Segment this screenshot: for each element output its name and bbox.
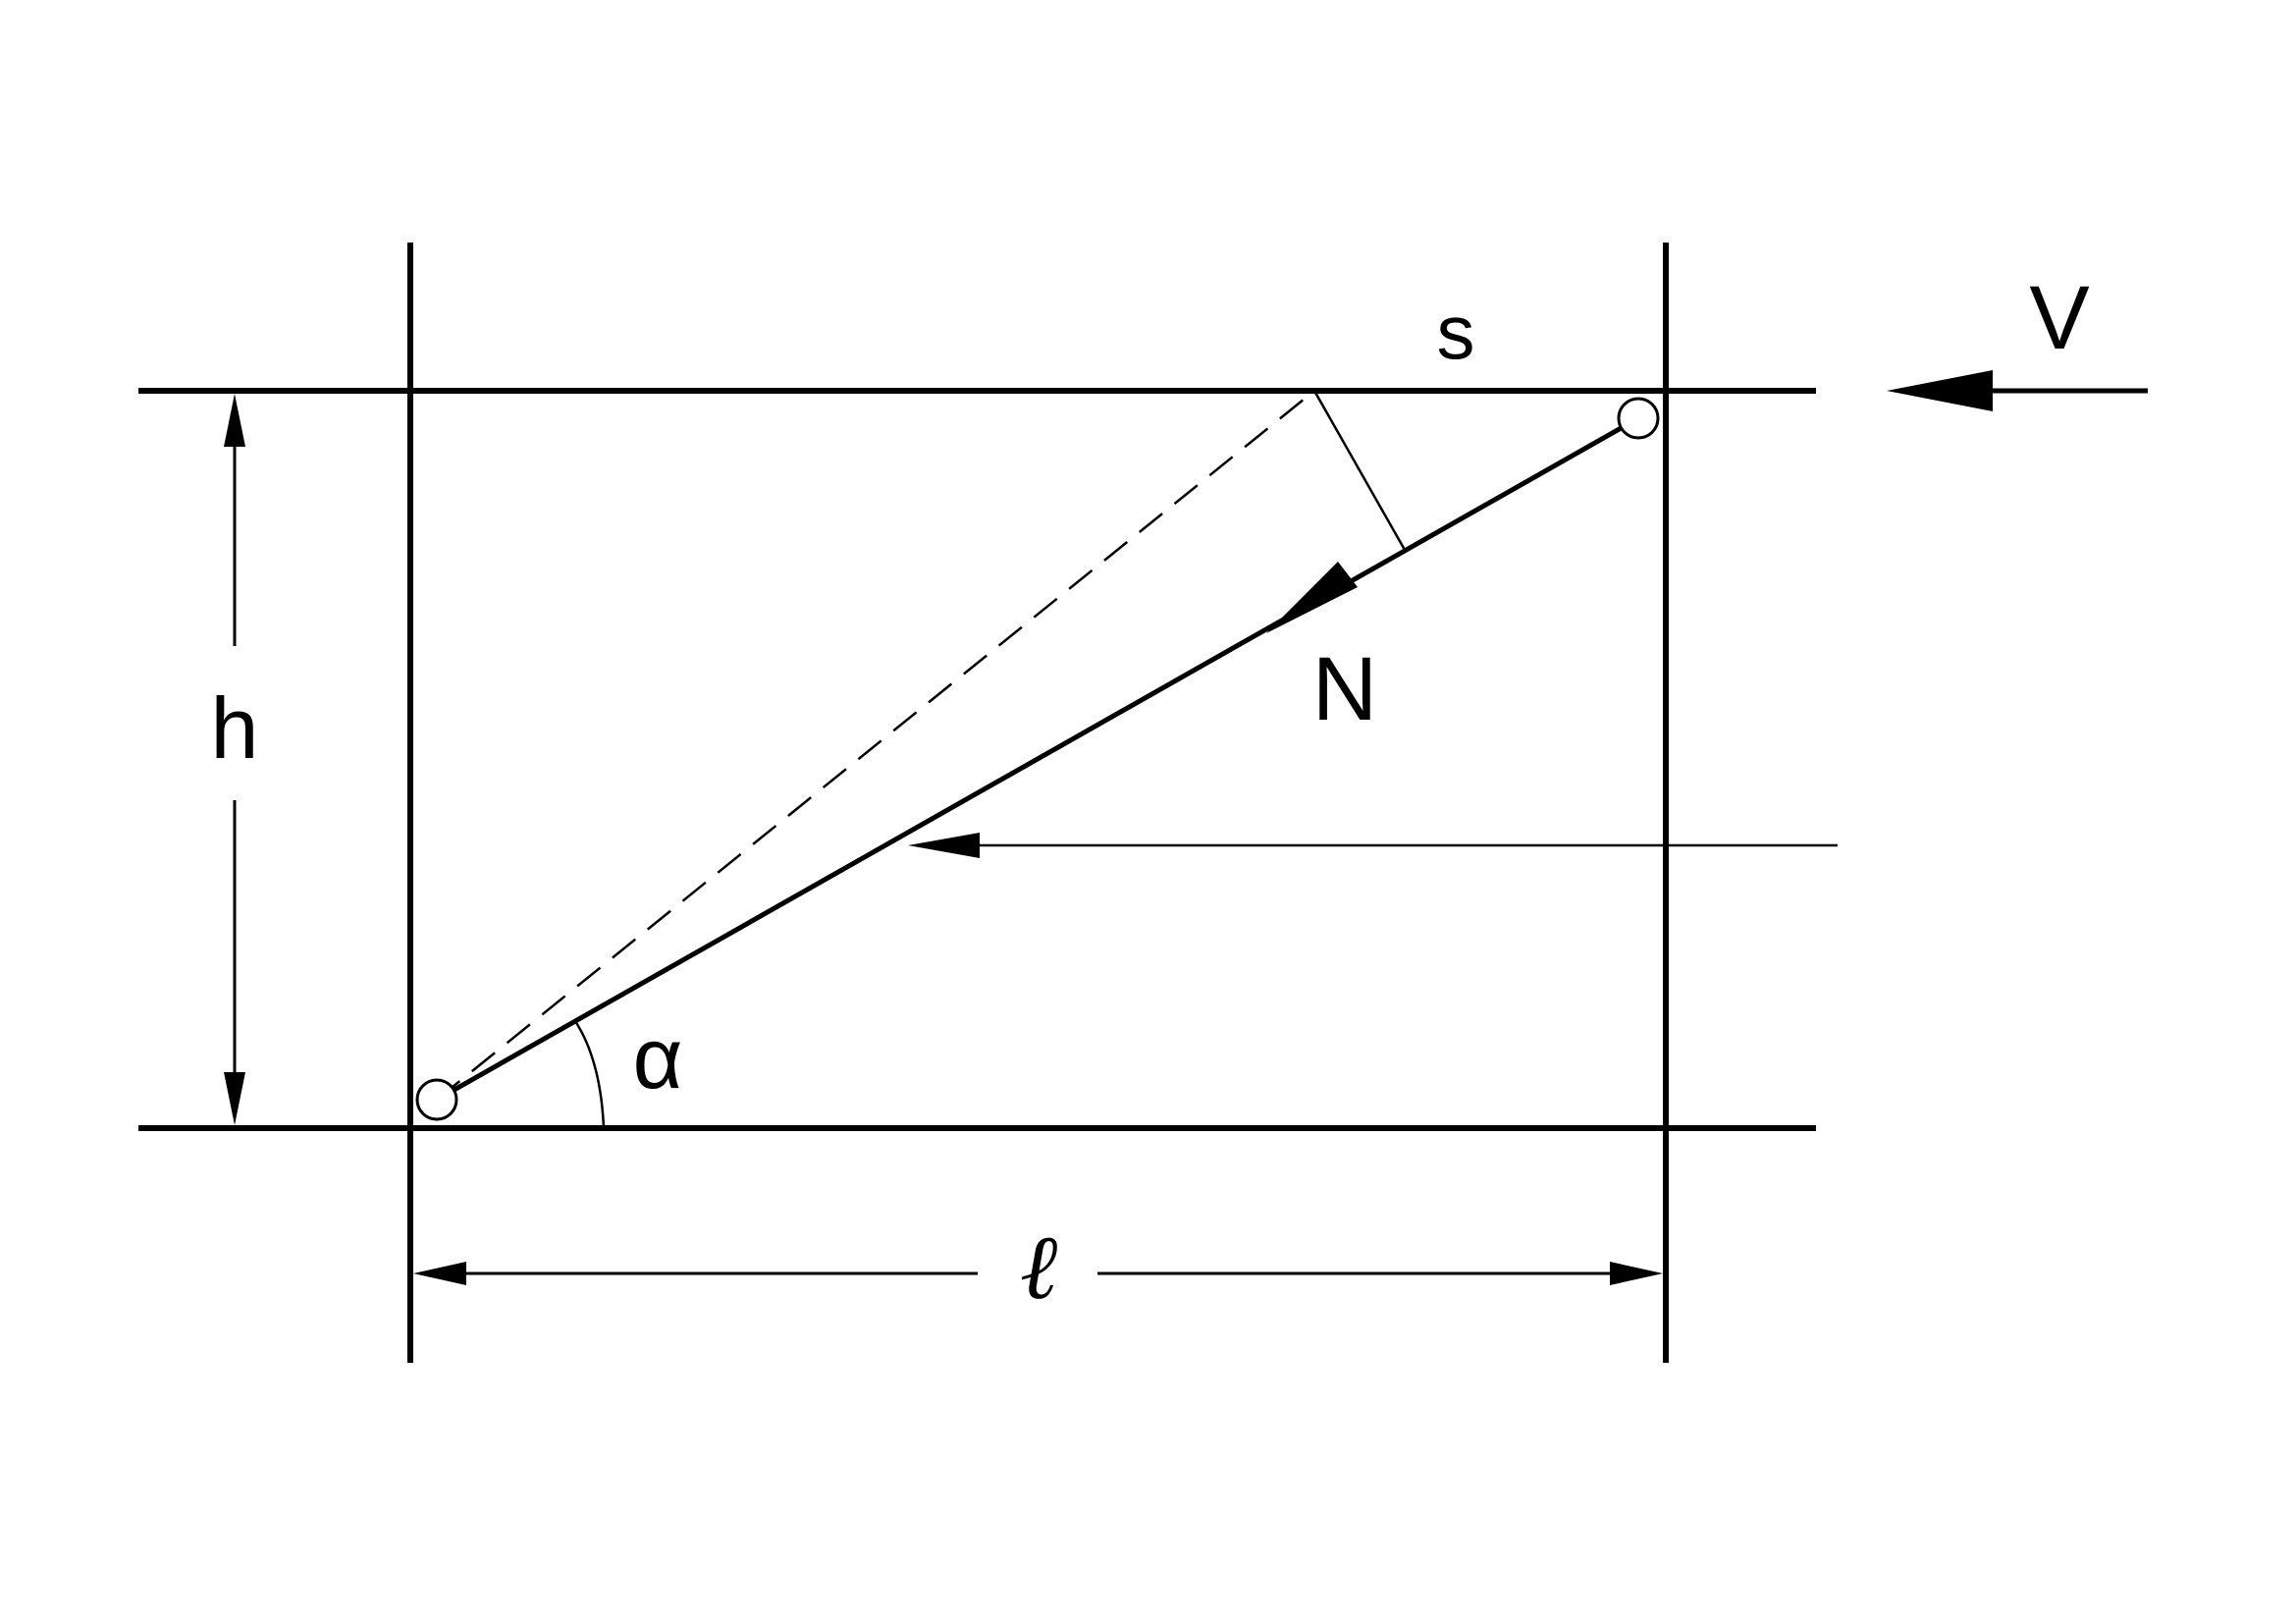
h-label: h: [211, 679, 259, 777]
diagonal-member: [435, 415, 1640, 1103]
alpha-label: α: [633, 1009, 683, 1107]
n-label: N: [1312, 639, 1377, 739]
alpha-angle-arc: [573, 1020, 606, 1129]
n-force-arrowhead: [1266, 562, 1358, 633]
s-label: s: [1437, 289, 1475, 375]
h-dimension-arrow-top: [224, 394, 245, 447]
v-force-arrowhead: [1887, 370, 1993, 411]
v-label: V: [2029, 268, 2089, 368]
dashed-reference-line: [436, 390, 1315, 1101]
h-dimension-arrow-bottom: [224, 1072, 245, 1125]
l-dimension-arrow-left: [413, 1262, 466, 1285]
pin-node-bottom-left: [415, 1078, 458, 1121]
perpendicular-distance-line: [1312, 390, 1407, 551]
pin-node-top-right: [1617, 397, 1660, 440]
l-dimension-arrow-right: [1610, 1262, 1663, 1285]
horizontal-force-arrowhead: [908, 833, 980, 858]
ell-label: ℓ: [1020, 1215, 1057, 1320]
